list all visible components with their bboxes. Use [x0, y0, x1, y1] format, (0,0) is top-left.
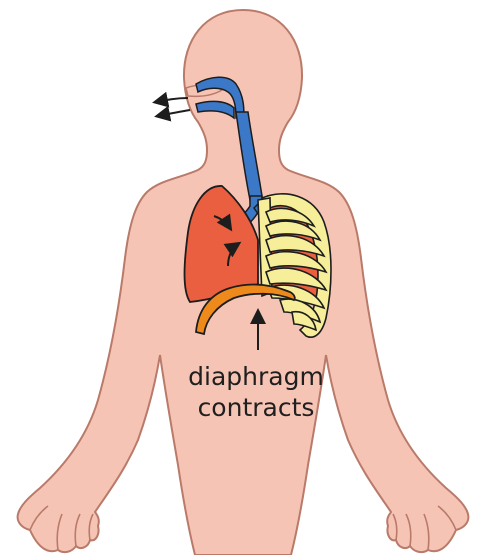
double-arrow-left-icon [156, 98, 190, 116]
annotation-line-1: diaphragm [188, 362, 324, 391]
annotation-line-2: contracts [198, 393, 315, 422]
